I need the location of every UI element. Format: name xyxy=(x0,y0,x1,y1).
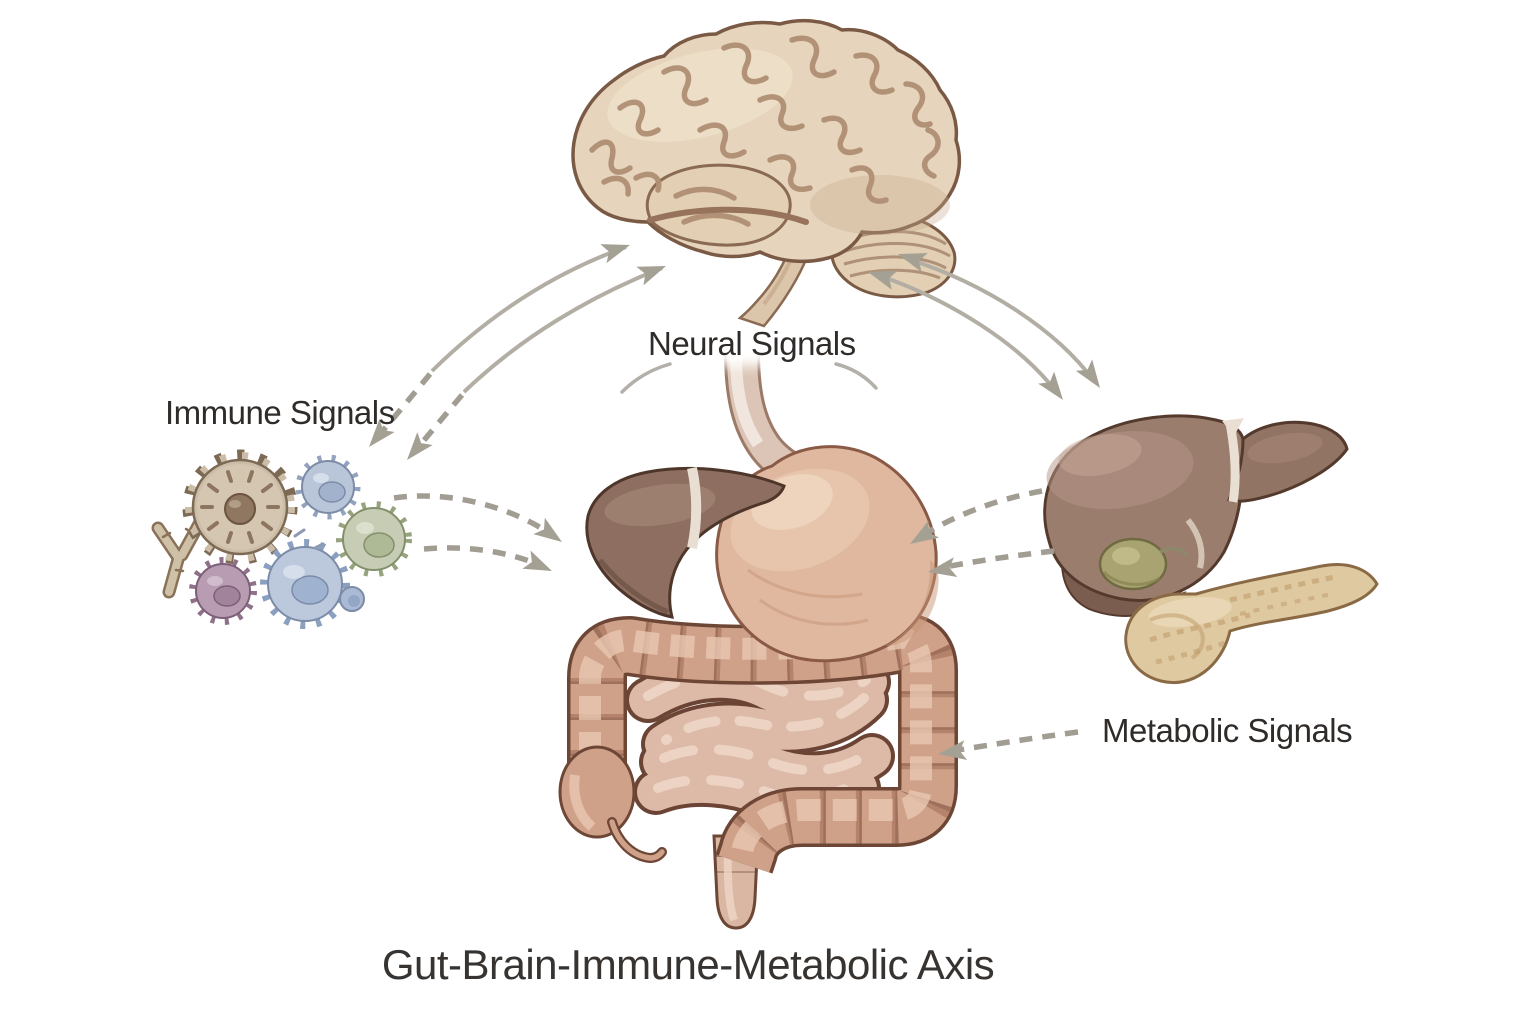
temporal-lobe xyxy=(645,163,792,247)
brain-gyri xyxy=(589,35,941,227)
liver-lobe xyxy=(585,466,786,619)
liver-illustration xyxy=(1043,414,1349,617)
gallbladder xyxy=(1098,537,1190,591)
small-intestine xyxy=(625,655,895,825)
immune-gut-arrows xyxy=(393,493,562,571)
metabolic-gut-arrow xyxy=(938,729,1079,761)
lymphocyte-blue-upper xyxy=(295,454,361,520)
neural-swoosh-marks xyxy=(620,362,878,394)
figure-title: Gut-Brain-Immune-Metabolic Axis xyxy=(381,941,995,988)
cell-debris xyxy=(293,528,325,550)
pancreas-illustration xyxy=(1124,563,1379,684)
brain-immune-arrows xyxy=(369,244,666,460)
macrophage-cell xyxy=(182,449,298,565)
sylvian-fissure xyxy=(647,206,809,225)
neural-signals-label: Neural Signals xyxy=(648,325,856,362)
lymphocyte-blue-small xyxy=(339,586,365,612)
lymphocyte-green xyxy=(336,501,412,577)
brain-liver-arrows xyxy=(868,253,1100,400)
metabolic-signals-label: Metabolic Signals xyxy=(1102,712,1353,749)
immune-signals-label: Immune Signals xyxy=(165,394,395,431)
lymphocyte-blue-large xyxy=(260,539,350,629)
immune-cell-cluster xyxy=(151,449,412,629)
brain-illustration xyxy=(571,18,962,328)
liver-gut-arrows xyxy=(910,488,1055,577)
lymphocyte-purple xyxy=(189,557,257,625)
cecum xyxy=(558,745,667,863)
